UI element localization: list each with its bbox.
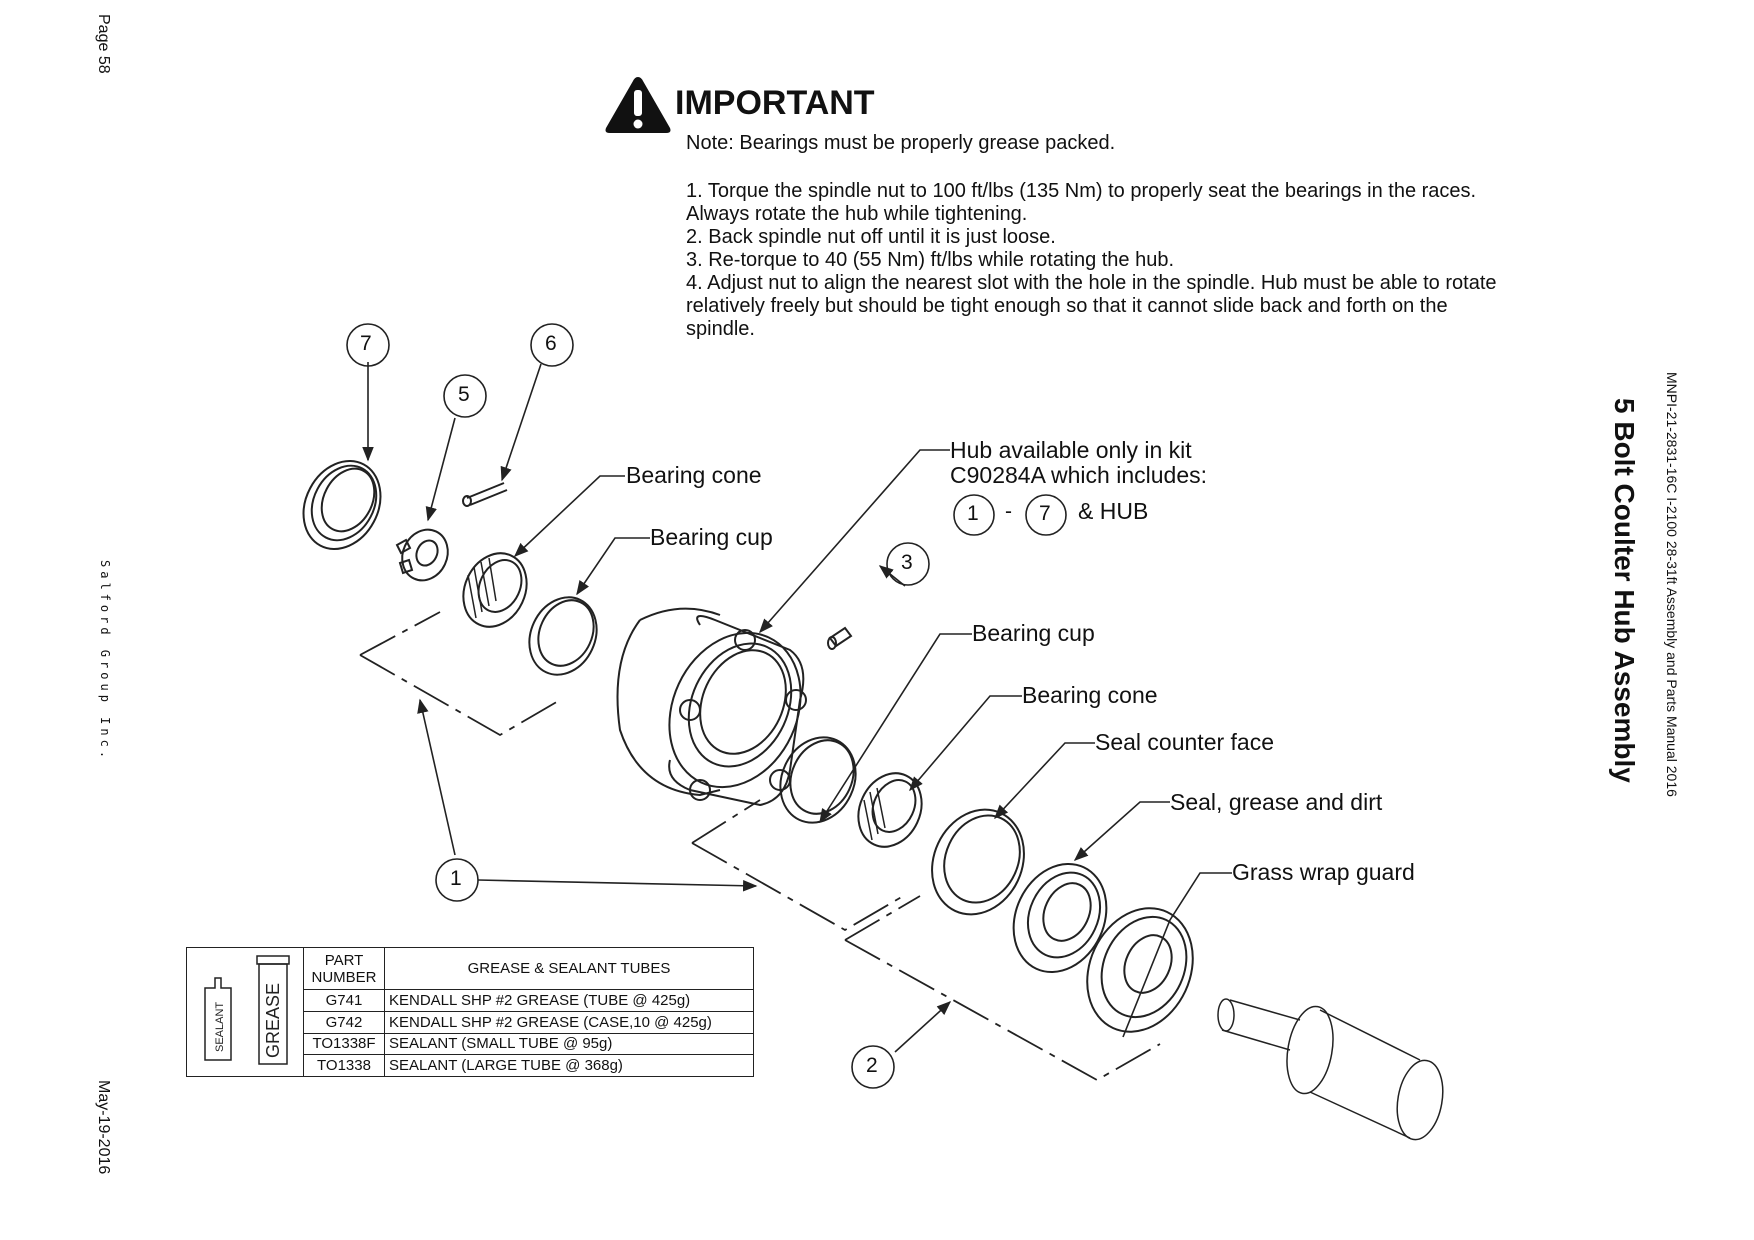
- leader-lines: [362, 362, 1232, 1053]
- cotter-pin-part: [462, 482, 508, 507]
- table-row: G742 KENDALL SHP #2 GREASE (CASE,10 @ 42…: [187, 1010, 754, 1034]
- bearing-cone-top-part: [462, 552, 528, 628]
- grease-tube-icon: [256, 955, 290, 1065]
- bearing-cup-top-part: [528, 596, 598, 676]
- spindle-part: [1217, 998, 1444, 1141]
- assembly-bracket-2: [691, 799, 906, 932]
- warning-triangle-icon: [605, 77, 671, 133]
- grass-wrap-guard-part: [1086, 907, 1194, 1033]
- grease-fitting-part: [827, 626, 853, 650]
- step-4: 4. Adjust nut to align the nearest slot …: [686, 272, 1497, 340]
- castle-nut-part: [395, 528, 449, 582]
- table-row: TO1338F SEALANT (SMALL TUBE @ 95g): [187, 1032, 754, 1056]
- balloon-1: 1: [450, 867, 462, 890]
- label-hub-kit-line1: Hub available only in kit: [950, 437, 1192, 463]
- seal-counter-face-part: [931, 808, 1025, 916]
- kit-range-end: 7: [1039, 502, 1051, 525]
- label-seal-counter-face: Seal counter face: [1095, 729, 1275, 755]
- seal-part: [1012, 862, 1108, 974]
- bearing-cup-bottom-part: [779, 736, 857, 824]
- step-3: 3. Re-torque to 40 (55 Nm) ft/lbs while …: [686, 249, 1175, 271]
- part-balloons: [346, 323, 1067, 1089]
- assembly-bracket-1: [359, 611, 561, 737]
- table-row: G741 KENDALL SHP #2 GREASE (TUBE @ 425g): [187, 989, 754, 1012]
- kit-range-start: 1: [967, 502, 979, 525]
- part-number-cell: G741: [303, 989, 385, 1012]
- label-hub-kit-line2: C90284A which includes:: [950, 462, 1207, 488]
- tube-icons-cell: SEALANT GREASE: [186, 947, 304, 1077]
- kit-suffix: & HUB: [1078, 498, 1149, 524]
- balloon-2: 2: [866, 1054, 878, 1077]
- description-cell: SEALANT (LARGE TUBE @ 368g): [384, 1054, 754, 1077]
- important-note: Note: Bearings must be properly grease p…: [686, 132, 1116, 154]
- table-header-row: SEALANT GREASE PART NUMBER GREASE & SEAL…: [186, 946, 754, 1077]
- balloon-6: 6: [545, 332, 557, 355]
- label-bearing-cup-top: Bearing cup: [650, 524, 773, 550]
- important-steps: 1. Torque the spindle nut to 100 ft/lbs …: [686, 180, 1516, 341]
- part-number-cell: TO1338: [303, 1054, 385, 1077]
- grease-icon-label: GREASE: [263, 983, 283, 1058]
- step-1: 1. Torque the spindle nut to 100 ft/lbs …: [686, 180, 1477, 225]
- description-cell: SEALANT (SMALL TUBE @ 95g): [384, 1032, 754, 1056]
- step-2: 2. Back spindle nut off until it is just…: [686, 226, 1056, 248]
- label-grass-wrap-guard: Grass wrap guard: [1232, 859, 1415, 885]
- tube-icons: SEALANT GREASE: [204, 955, 290, 1065]
- sealant-icon-label: SEALANT: [214, 1002, 226, 1052]
- sealant-tube-icon: [204, 977, 232, 1061]
- label-bearing-cone-top: Bearing cone: [626, 462, 762, 488]
- balloon-5: 5: [458, 383, 470, 406]
- important-title: IMPORTANT: [675, 84, 875, 122]
- balloon-7: 7: [360, 332, 372, 355]
- part-number-cell: G742: [303, 1010, 385, 1034]
- label-bearing-cup-bottom: Bearing cup: [972, 620, 1095, 646]
- bearing-cone-bottom-part: [857, 772, 923, 848]
- part-number-cell: TO1338F: [303, 1032, 385, 1056]
- kit-range-dash: -: [1005, 500, 1012, 523]
- hub-body-part: [616, 607, 807, 807]
- assembly-bracket-3: [844, 895, 1161, 1082]
- grease-sealant-table: SEALANT GREASE PART NUMBER GREASE & SEAL…: [186, 946, 754, 1077]
- header-grease-sealant: GREASE & SEALANT TUBES: [384, 946, 754, 991]
- dust-cap-part: [302, 460, 382, 550]
- table-row: TO1338 SEALANT (LARGE TUBE @ 368g): [187, 1054, 754, 1077]
- label-bearing-cone-bottom: Bearing cone: [1022, 682, 1158, 708]
- balloon-3: 3: [901, 551, 913, 574]
- description-cell: KENDALL SHP #2 GREASE (TUBE @ 425g): [384, 989, 754, 1012]
- header-part-number: PART NUMBER: [303, 946, 385, 991]
- label-seal-grease-dirt: Seal, grease and dirt: [1170, 789, 1383, 815]
- description-cell: KENDALL SHP #2 GREASE (CASE,10 @ 425g): [384, 1010, 754, 1034]
